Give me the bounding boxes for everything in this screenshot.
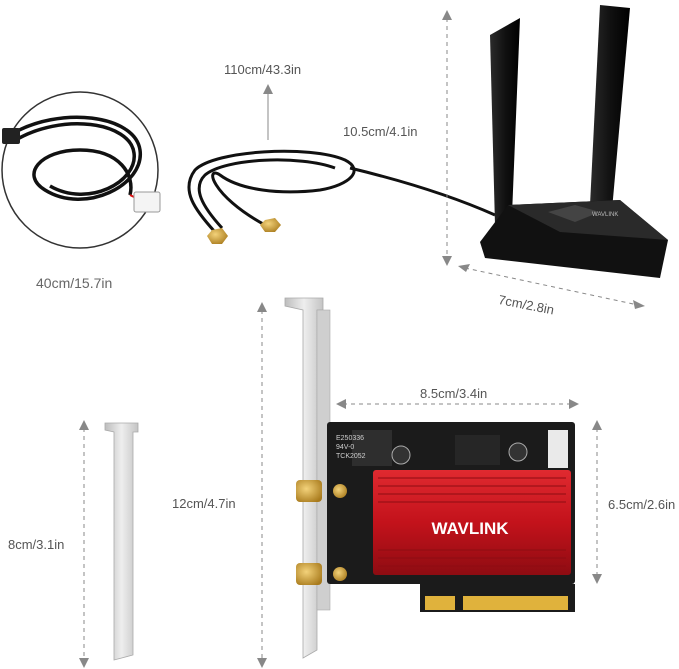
antenna-cables [187, 149, 496, 234]
card-sma-connector-bottom [296, 563, 347, 585]
dimension-lines [83, 18, 639, 660]
pcie-gold-contacts [425, 596, 568, 610]
pcb-marking-3: TCK2052 [336, 453, 366, 460]
low-bracket-height-label: 8cm/3.1in [8, 537, 65, 552]
card-width-label: 8.5cm/3.4in [420, 386, 488, 401]
card-height-label: 6.5cm/2.6in [608, 497, 676, 512]
antenna-height-label: 10.5cm/4.1in [343, 124, 418, 139]
pcb-marking-2: 94V-0 [336, 444, 354, 451]
dimension-arrowheads [79, 10, 645, 668]
antenna-base: WAVLINK [480, 5, 668, 278]
power-cable-length-label: 40cm/15.7in [36, 275, 113, 291]
sma-connector-right [260, 218, 281, 232]
power-cable-inset [1, 91, 161, 249]
heatsink: WAVLINK [373, 470, 571, 575]
full-height-bracket [284, 297, 331, 659]
pcb-marking-1: E250336 [336, 435, 364, 442]
card-sma-connector-top [296, 480, 347, 502]
low-profile-bracket [104, 422, 139, 661]
brand-logo-text: WAVLINK [431, 519, 509, 538]
wifi-pcie-card: E250336 94V-0 TCK2052 WAVLINK [296, 422, 575, 612]
svg-text:WAVLINK: WAVLINK [592, 212, 618, 218]
full-bracket-height-label: 12cm/4.7in [172, 496, 236, 511]
cable-length-label: 110cm/43.3in [224, 62, 302, 77]
sma-connector-left [207, 228, 228, 244]
